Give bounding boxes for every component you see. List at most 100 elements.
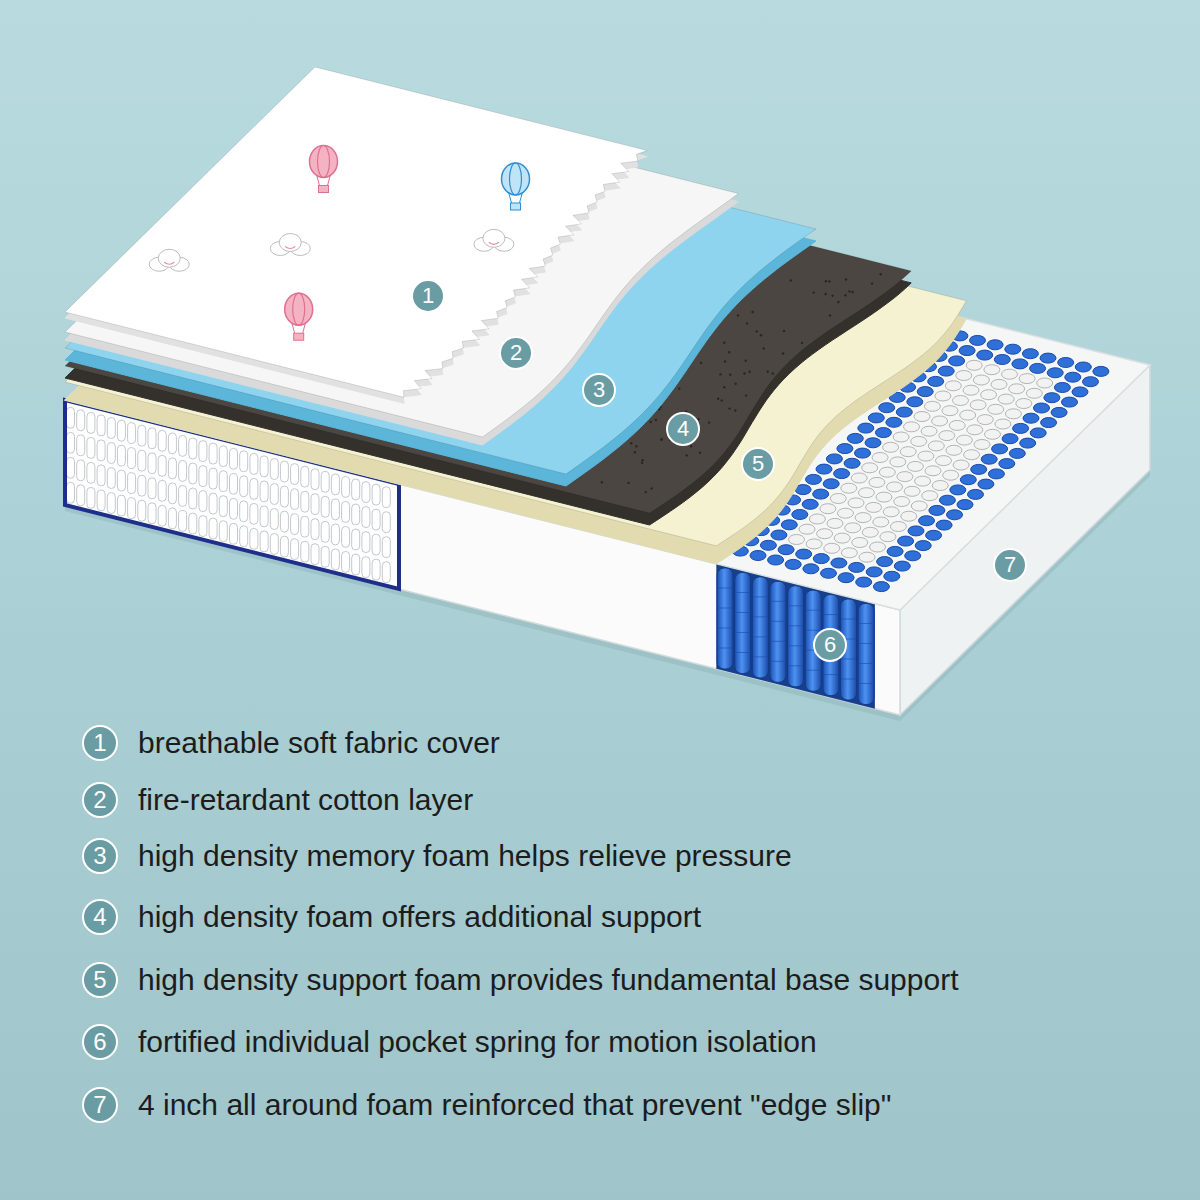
spring-top <box>838 508 854 518</box>
spring-top <box>880 532 896 542</box>
foam-pore <box>634 451 636 453</box>
callout-circle: 7 <box>82 1087 118 1123</box>
spring-top <box>806 474 822 484</box>
spring-top <box>914 412 930 422</box>
spring-top <box>1019 374 1035 384</box>
spring-top <box>915 541 931 551</box>
quilt-stitch <box>372 509 380 530</box>
balloon-print <box>285 293 313 340</box>
cloud-print <box>270 234 310 256</box>
spring-top <box>925 466 941 476</box>
spring-top <box>918 451 934 461</box>
foam-pore <box>743 372 745 374</box>
balloon-rope <box>520 192 523 203</box>
balloon-rope <box>509 192 512 203</box>
quilt-stitch <box>128 498 136 519</box>
balloon-rope <box>303 322 306 333</box>
spring-top <box>957 500 973 510</box>
foam-pore <box>848 290 850 292</box>
spring-top <box>1012 359 1028 369</box>
quilt-stitch <box>291 514 299 535</box>
quilt-stitch <box>230 498 238 519</box>
spring-top <box>1013 423 1029 433</box>
quilt-stitch <box>67 482 75 503</box>
callout-number: 6 <box>824 634 836 656</box>
spring-top <box>943 470 959 480</box>
foam-pore <box>790 279 792 281</box>
spring-top <box>862 527 878 537</box>
foam-pore <box>745 360 747 362</box>
spring-top <box>834 469 850 479</box>
spring-top <box>866 502 882 512</box>
quilt-stitch <box>168 508 176 529</box>
feature-description: breathable soft fabric cover <box>138 726 500 761</box>
foam-pore <box>641 462 643 464</box>
spring-ridge <box>789 665 803 666</box>
spring-top <box>921 426 937 436</box>
quilt-stitch <box>77 435 85 456</box>
spring-top <box>970 400 986 410</box>
quilt-stitch <box>158 480 166 501</box>
spring-top <box>953 396 969 406</box>
spring-top <box>960 475 976 485</box>
quilt-stitch <box>199 491 207 512</box>
foam-pore <box>641 459 643 461</box>
spring-top <box>1044 393 1060 403</box>
foam-pore <box>828 280 830 282</box>
foam-pore <box>824 293 826 295</box>
quilt-stitch <box>97 440 105 461</box>
quilt-stitch <box>321 546 329 567</box>
balloon-rope <box>328 175 331 186</box>
quilt-stitch <box>97 490 105 511</box>
spring-top <box>988 404 1004 414</box>
spring-top <box>883 507 899 517</box>
foam-pore <box>829 314 831 316</box>
spring-top <box>1062 397 1078 407</box>
quilt-stitch <box>382 562 390 583</box>
quilt-stitch <box>97 415 105 436</box>
spring-top <box>926 530 942 540</box>
feature-description: high density memory foam helps relieve p… <box>138 839 792 874</box>
spring-top <box>852 538 868 548</box>
spring-top <box>929 505 945 515</box>
spring-top <box>816 464 832 474</box>
quilt-stitch <box>199 441 207 462</box>
spring-top <box>820 504 836 514</box>
quilt-stitch <box>158 430 166 451</box>
quilt-stitch <box>331 499 339 520</box>
quilt-stitch <box>230 473 238 494</box>
spring-ridge <box>842 679 856 680</box>
foam-pore <box>831 295 833 297</box>
foam-pore <box>655 419 657 421</box>
spring-ridge <box>842 619 856 620</box>
quilt-stitch <box>382 512 390 533</box>
spring-top <box>966 360 982 370</box>
spring-top <box>1072 387 1088 397</box>
quilt-stitch <box>270 509 278 530</box>
spring-top <box>851 473 867 483</box>
spring-top <box>1093 366 1109 376</box>
foam-pore <box>825 280 827 282</box>
quilt-stitch <box>189 488 197 509</box>
spring-ridge <box>753 596 767 597</box>
quilt-stitch <box>107 493 115 514</box>
spring-top <box>956 435 972 445</box>
spring-top <box>865 438 881 448</box>
spring-top <box>911 436 927 446</box>
spring-top <box>778 545 794 555</box>
callout-circle: 6 <box>82 1024 118 1060</box>
quilt-stitch <box>352 504 360 525</box>
spring-ridge <box>736 592 750 593</box>
spring-top <box>875 428 891 438</box>
spring-top <box>928 441 944 451</box>
quilt-stitch <box>179 435 187 456</box>
balloon-rope <box>317 175 320 186</box>
spring-ridge <box>718 648 732 649</box>
foam-pore <box>851 291 853 293</box>
quilt-stitch <box>240 476 248 497</box>
quilt-stitch <box>342 501 350 522</box>
spring-top <box>1022 349 1038 359</box>
spring-top <box>896 407 912 417</box>
foam-pore <box>700 362 702 364</box>
